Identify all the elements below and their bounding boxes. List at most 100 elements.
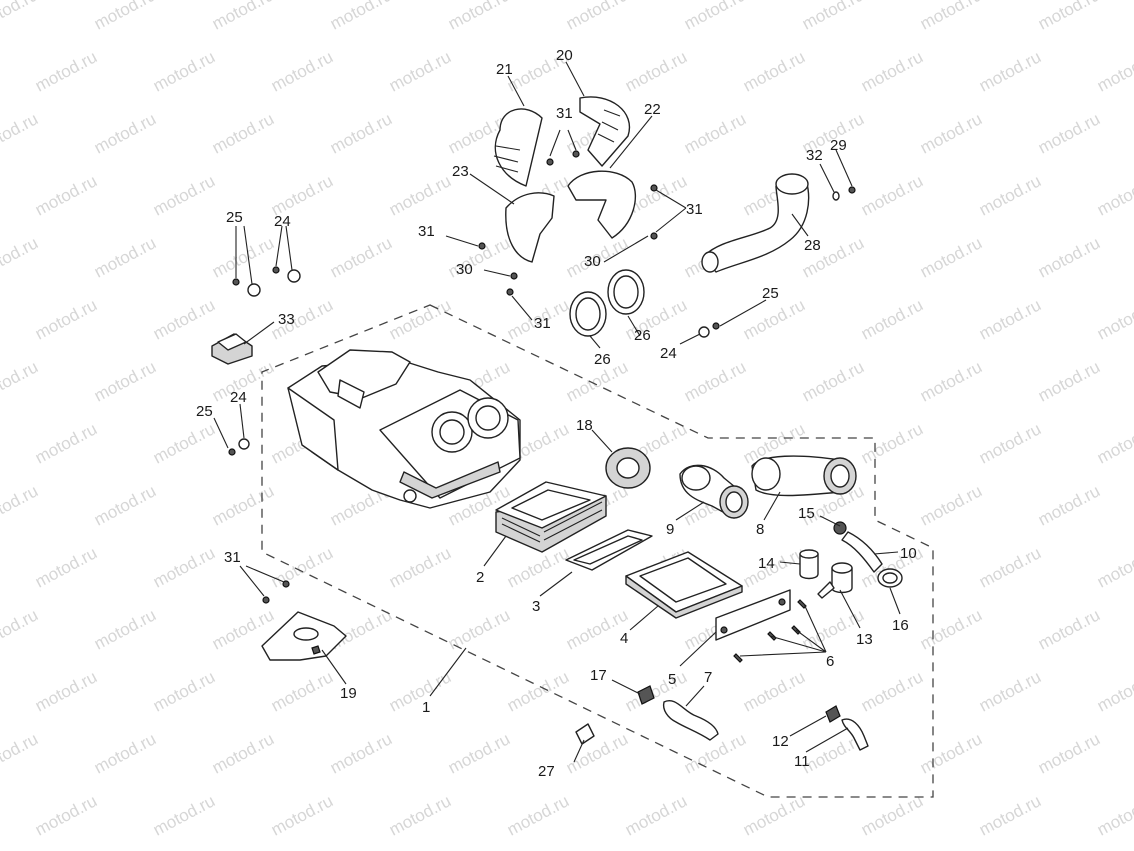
watermark-text: motod.ru: [1035, 109, 1103, 157]
watermark-text: motod.ru: [681, 357, 749, 405]
assembly-1-boundary: [261, 304, 934, 798]
drain-hose: [662, 700, 719, 741]
watermark-text: motod.ru: [209, 481, 277, 529]
callout-19: 19: [340, 685, 357, 702]
callout-14: 14: [758, 555, 775, 572]
callout-3: 3: [532, 598, 540, 615]
watermark-text: motod.ru: [563, 729, 631, 777]
watermark-text: motod.ru: [681, 109, 749, 157]
watermark-text: motod.ru: [858, 171, 926, 219]
callout-13: 13: [856, 631, 873, 648]
callout-31a: 31: [556, 105, 573, 122]
callout-9: 9: [666, 521, 674, 538]
watermark-text: motod.ru: [1094, 419, 1134, 467]
duct-shell-20: [579, 96, 631, 167]
watermark-text: motod.ru: [150, 667, 218, 715]
watermark-text: motod.ru: [386, 47, 454, 95]
watermark-text: motod.ru: [386, 667, 454, 715]
callout-10: 10: [900, 545, 917, 562]
watermark-text: motod.ru: [209, 109, 277, 157]
watermark-text: motod.ru: [32, 171, 100, 219]
callout-23: 23: [452, 163, 469, 180]
duct-shell-22: [567, 170, 636, 239]
watermark-text: motod.ru: [32, 543, 100, 591]
watermark-text: motod.ru: [32, 419, 100, 467]
watermark-text: motod.ru: [91, 481, 159, 529]
callout-8: 8: [756, 521, 764, 538]
watermark-text: motod.ru: [0, 0, 41, 34]
filter-gasket: [565, 529, 653, 571]
watermark-text: motod.ru: [150, 543, 218, 591]
callout-27: 27: [538, 763, 555, 780]
watermark-text: motod.ru: [917, 357, 985, 405]
watermark-text: motod.ru: [622, 791, 690, 839]
watermark-text: motod.ru: [150, 295, 218, 343]
watermark-text: motod.ru: [799, 357, 867, 405]
watermark-text: motod.ru: [917, 481, 985, 529]
drain-cap: [799, 549, 819, 580]
watermark-text: motod.ru: [917, 0, 985, 34]
watermark-text: motod.ru: [209, 729, 277, 777]
watermark-text: motod.ru: [1094, 171, 1134, 219]
watermark-text: motod.ru: [858, 667, 926, 715]
watermark-text: motod.ru: [563, 0, 631, 34]
watermark-text: motod.ru: [327, 0, 395, 34]
watermark-text: motod.ru: [917, 729, 985, 777]
hose-clamp-26-left: [569, 291, 607, 337]
watermark-text: motod.ru: [209, 0, 277, 34]
watermark-text: motod.ru: [150, 419, 218, 467]
watermark-text: motod.ru: [386, 791, 454, 839]
watermark-text: motod.ru: [0, 729, 41, 777]
watermark-text: motod.ru: [0, 605, 41, 653]
callout-28: 28: [804, 237, 821, 254]
watermark-text: motod.ru: [32, 295, 100, 343]
callout-2: 2: [476, 569, 484, 586]
callout-5: 5: [668, 671, 676, 688]
watermark-text: motod.ru: [386, 295, 454, 343]
callout-20: 20: [556, 47, 573, 64]
clamp-12: [825, 705, 841, 723]
watermark-text: motod.ru: [1035, 729, 1103, 777]
watermark-text: motod.ru: [858, 47, 926, 95]
watermark-text: motod.ru: [976, 667, 1044, 715]
watermark-text: motod.ru: [0, 233, 41, 281]
watermark-text: motod.ru: [209, 233, 277, 281]
watermark-text: motod.ru: [504, 791, 572, 839]
duct-shell-23: [505, 192, 555, 263]
watermark-text: motod.ru: [976, 791, 1044, 839]
watermark-text: motod.ru: [327, 729, 395, 777]
watermark-text: motod.ru: [976, 171, 1044, 219]
watermark-text: motod.ru: [1094, 295, 1134, 343]
watermark-text: motod.ru: [1094, 543, 1134, 591]
callout-29: 29: [830, 137, 847, 154]
watermark-text: motod.ru: [740, 667, 808, 715]
callout-22: 22: [644, 101, 661, 118]
callout-18: 18: [576, 417, 593, 434]
hose-clamp-small: [637, 685, 655, 705]
leader-lines: [213, 61, 901, 763]
watermark-text: motod.ru: [1035, 0, 1103, 34]
watermark-text: motod.ru: [268, 791, 336, 839]
watermark-text: motod.ru: [150, 171, 218, 219]
callout-24c: 24: [660, 345, 677, 362]
watermark-text: motod.ru: [386, 543, 454, 591]
watermark-text: motod.ru: [1035, 233, 1103, 281]
watermark-text: motod.ru: [858, 295, 926, 343]
watermark-text: motod.ru: [91, 605, 159, 653]
watermark-text: motod.ru: [740, 295, 808, 343]
callout-24b: 24: [230, 389, 247, 406]
air-filter-element: [495, 481, 607, 553]
watermark-text: motod.ru: [0, 481, 41, 529]
watermark-text: motod.ru: [740, 791, 808, 839]
callout-16: 16: [892, 617, 909, 634]
callout-31d: 31: [534, 315, 551, 332]
watermark-text: motod.ru: [268, 47, 336, 95]
watermark-text: motod.ru: [0, 109, 41, 157]
watermark-text: motod.ru: [268, 667, 336, 715]
watermark-text: motod.ru: [976, 47, 1044, 95]
duct-shell-21: [493, 108, 543, 187]
watermark-text: motod.ru: [445, 729, 513, 777]
callout-25b: 25: [196, 403, 213, 420]
callout-labels: 1 2 3 4 5 6 7 8 9 10 11 12 13 14 15 16 1…: [196, 47, 917, 780]
